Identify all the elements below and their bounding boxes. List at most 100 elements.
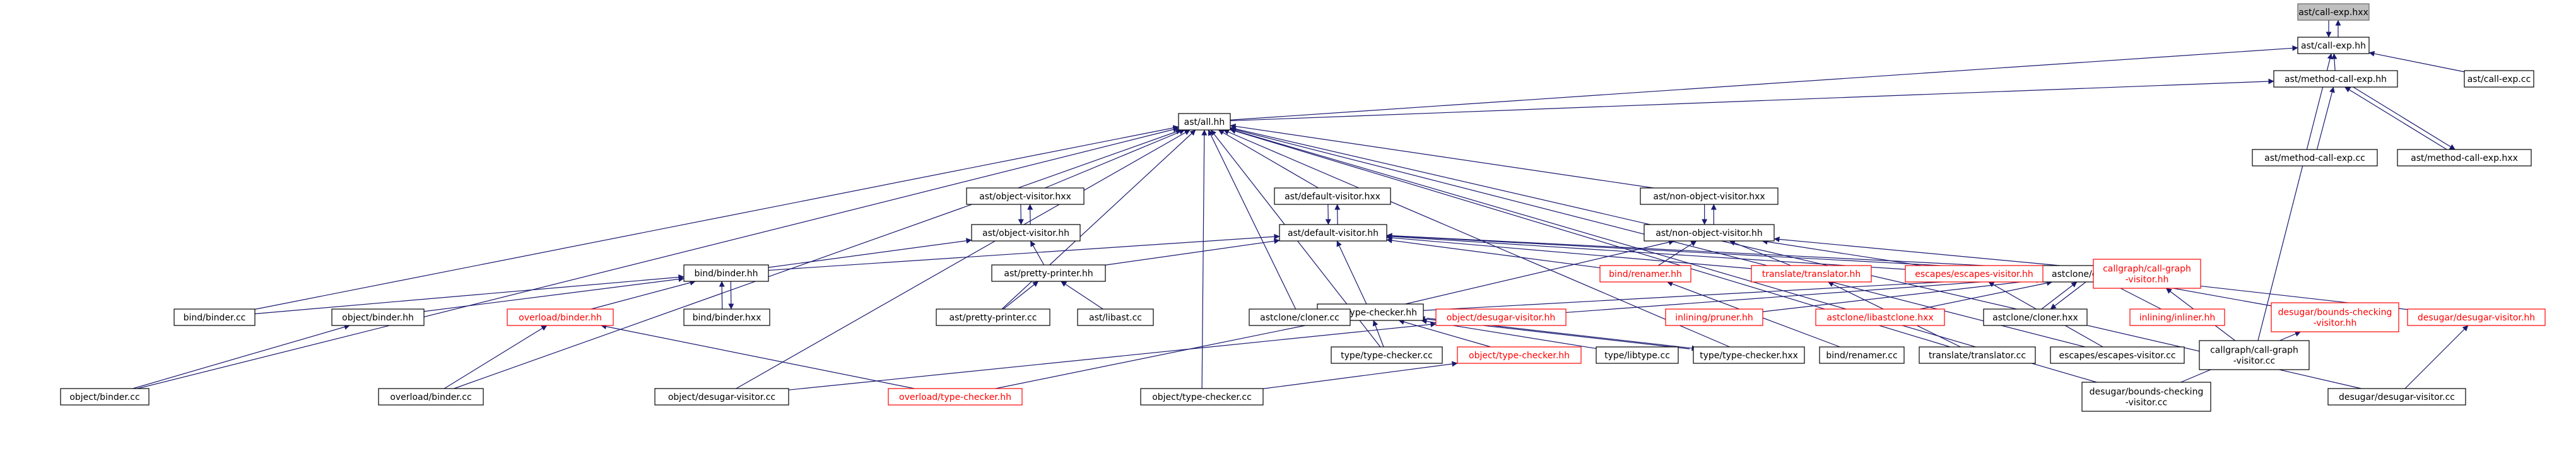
- node-box: [1331, 346, 1443, 364]
- edge-bounds-checking-visitor-cc-to-all-hh: [1230, 128, 2097, 383]
- node-box: [1815, 308, 1945, 326]
- node-desugar-visitor-hh-obj[interactable]: object/desugar-visitor.hh: [1435, 308, 1567, 326]
- node-bounds-checking-visitor-cc[interactable]: desugar/bounds-checking-visitor.cc: [2081, 382, 2211, 412]
- node-label: ast/call-exp.cc: [2467, 74, 2531, 85]
- node-default-visitor-hxx[interactable]: ast/default-visitor.hxx: [1274, 187, 1391, 205]
- node-label: escapes/escapes-visitor.hh: [1915, 269, 2033, 279]
- node-object-binder-cc[interactable]: object/binder.cc: [60, 388, 150, 406]
- node-label: ast/all.hh: [1184, 117, 1225, 127]
- edge-bind-binder-hh-to-object-visitor-hh: [768, 238, 972, 268]
- node-method-call-exp-hh[interactable]: ast/method-call-exp.hh: [2273, 70, 2398, 88]
- edge-object-binder-hh-to-bind-binder-hh: [423, 276, 685, 312]
- node-translator-hh[interactable]: translate/translator.hh: [1751, 265, 1872, 283]
- node-overload-binder-cc[interactable]: overload/binder.cc: [378, 388, 484, 406]
- node-bind-renamer-hh[interactable]: bind/renamer.hh: [1599, 265, 1691, 283]
- node-label: ast/pretty-printer.cc: [950, 313, 1037, 323]
- node-object-type-checker-cc[interactable]: object/type-checker.cc: [1140, 388, 1264, 406]
- edge-bind-binder-cc-to-bind-binder-hh: [254, 274, 685, 315]
- node-libast-cc[interactable]: ast/libast.cc: [1077, 308, 1154, 326]
- node-box: [1640, 187, 1779, 205]
- node-cloner-cc[interactable]: astclone/cloner.cc: [1249, 308, 1351, 326]
- node-pretty-printer-hh[interactable]: ast/pretty-printer.hh: [991, 264, 1106, 282]
- node-label: translate/translator.cc: [1929, 351, 2026, 361]
- edge-bind-renamer-hh-to-non-object-visitor-hh: [1657, 240, 1697, 266]
- edge-object-type-checker-hh-to-type-checker-hh: [1398, 319, 1491, 348]
- node-non-object-visitor-hh[interactable]: ast/non-object-visitor.hh: [1644, 224, 1775, 242]
- node-type-checker-cc[interactable]: type/type-checker.cc: [1331, 346, 1443, 364]
- node-label: escapes/escapes-visitor.cc: [2059, 351, 2175, 361]
- node-box: [1457, 346, 1582, 364]
- node-label: inlining/inliner.hh: [2139, 313, 2215, 323]
- node-bounds-checking-visitor-hh[interactable]: desugar/bounds-checking-visitor.hh: [2271, 302, 2399, 332]
- edge-all-hh-to-call-exp-hh: [1230, 45, 2298, 120]
- node-label: overload/binder.cc: [390, 392, 471, 402]
- edge-libast-cc-to-pretty-printer-hh: [1061, 281, 1103, 310]
- edge-overload-binder-cc-to-overload-binder-hh: [444, 325, 548, 389]
- edge-callgraph-visitor-hh-to-non-object-visitor-hh: [1773, 236, 2094, 269]
- node-type-checker-hxx[interactable]: type/type-checker.hxx: [1693, 346, 1805, 364]
- node-callgraph-visitor-cc[interactable]: callgraph/call-graph-visitor.cc: [2199, 340, 2310, 370]
- node-object-visitor-hh[interactable]: ast/object-visitor.hh: [971, 224, 1081, 242]
- node-cloner-hxx[interactable]: astclone/cloner.hxx: [1983, 308, 2088, 326]
- node-desugar-visitor-cc[interactable]: desugar/desugar-visitor.cc: [2327, 388, 2466, 406]
- node-overload-type-checker-hh[interactable]: overload/type-checker.hh: [888, 388, 1023, 406]
- node-label: bind/renamer.hh: [1609, 269, 1682, 279]
- node-label: ast/object-visitor.hxx: [979, 192, 1071, 202]
- node-box: [2199, 340, 2310, 370]
- node-non-object-visitor-hxx[interactable]: ast/non-object-visitor.hxx: [1640, 187, 1779, 205]
- edge-object-type-checker-cc-to-object-type-checker-hh: [1262, 361, 1458, 389]
- node-call-exp-cc[interactable]: ast/call-exp.cc: [2464, 70, 2534, 88]
- node-overload-binder-hh[interactable]: overload/binder.hh: [507, 308, 614, 326]
- edge-pretty-printer-hh-to-default-visitor-hh: [1105, 238, 1280, 266]
- node-callgraph-visitor-hh[interactable]: callgraph/call-graph-visitor.hh: [2093, 259, 2201, 289]
- node-default-visitor-hh[interactable]: ast/default-visitor.hh: [1279, 224, 1387, 242]
- node-libtype-cc[interactable]: type/libtype.cc: [1596, 346, 1679, 364]
- node-label: ast/default-visitor.hh: [1288, 228, 1379, 238]
- node-method-call-exp-hxx[interactable]: ast/method-call-exp.hxx: [2397, 149, 2532, 167]
- node-inliner-hh[interactable]: inlining/inliner.hh: [2129, 308, 2225, 326]
- node-label: object/type-checker.hh: [1469, 351, 1570, 361]
- edge-overload-type-checker-hh-to-overload-binder-hh: [601, 324, 915, 389]
- node-box: [1665, 308, 1763, 326]
- node-box: [1905, 265, 2044, 283]
- edge-pretty-printer-hh-to-object-visitor-hh: [1030, 240, 1045, 266]
- node-call-exp-hh[interactable]: ast/call-exp.hh: [2297, 37, 2370, 54]
- edge-pruner-hh-to-cloner-hh: [1762, 277, 2042, 312]
- node-bind-binder-hxx[interactable]: bind/binder.hxx: [683, 308, 770, 326]
- node-translator-cc[interactable]: translate/translator.cc: [1919, 346, 2036, 364]
- edge-desugar-visitor-hh-obj-to-cloner-hh: [1565, 275, 2042, 313]
- node-object-visitor-hxx[interactable]: ast/object-visitor.hxx: [966, 187, 1085, 205]
- node-pruner-hh[interactable]: inlining/pruner.hh: [1665, 308, 1763, 326]
- node-label: desugar/bounds-checking: [2278, 308, 2392, 318]
- node-pretty-printer-cc[interactable]: ast/pretty-printer.cc: [936, 308, 1050, 326]
- node-call-exp-hxx[interactable]: ast/call-exp.hxx: [2297, 3, 2370, 21]
- node-escapes-visitor-cc[interactable]: escapes/escapes-visitor.cc: [2050, 346, 2185, 364]
- node-label: ast/non-object-visitor.hh: [1656, 228, 1763, 238]
- node-method-call-exp-cc[interactable]: ast/method-call-exp.cc: [2252, 149, 2378, 167]
- node-bind-binder-cc[interactable]: bind/binder.cc: [173, 308, 256, 326]
- node-box: [1693, 346, 1805, 364]
- node-label: type/type-checker.cc: [1341, 351, 1433, 361]
- node-box: [2297, 37, 2370, 54]
- node-object-desugar-visitor-cc[interactable]: object/desugar-visitor.cc: [654, 388, 789, 406]
- node-escapes-visitor-hh[interactable]: escapes/escapes-visitor.hh: [1905, 265, 2044, 283]
- edge-overload-binder-cc-to-all-hh: [454, 129, 1182, 389]
- node-box: [1178, 113, 1231, 131]
- node-label: object/binder.hh: [342, 313, 414, 323]
- node-object-type-checker-hh[interactable]: object/type-checker.hh: [1457, 346, 1582, 364]
- edge-non-object-visitor-hxx-to-all-hh: [1230, 123, 1654, 189]
- node-bind-renamer-cc[interactable]: bind/renamer.cc: [1819, 346, 1905, 364]
- node-all-hh[interactable]: ast/all.hh: [1178, 113, 1231, 131]
- node-desugar-visitor-hh[interactable]: desugar/desugar-visitor.hh: [2407, 308, 2546, 326]
- node-label: ast/default-visitor.hxx: [1285, 192, 1380, 202]
- node-label: desugar/desugar-visitor.hh: [2418, 313, 2535, 323]
- node-box: [2464, 70, 2534, 88]
- edge-overload-binder-hh-to-bind-binder-hh: [591, 279, 696, 310]
- node-object-binder-hh[interactable]: object/binder.hh: [331, 308, 425, 326]
- node-libastclone-hxx[interactable]: astclone/libastclone.hxx: [1815, 308, 1945, 326]
- node-label: overload/type-checker.hh: [899, 392, 1011, 402]
- node-box: [2050, 346, 2185, 364]
- edge-callgraph-visitor-cc-to-call-exp-hh: [2257, 53, 2333, 341]
- edge-object-desugar-visitor-cc-to-desugar-visitor-hh-obj: [788, 321, 1437, 390]
- node-bind-binder-hh[interactable]: bind/binder.hh: [683, 264, 769, 282]
